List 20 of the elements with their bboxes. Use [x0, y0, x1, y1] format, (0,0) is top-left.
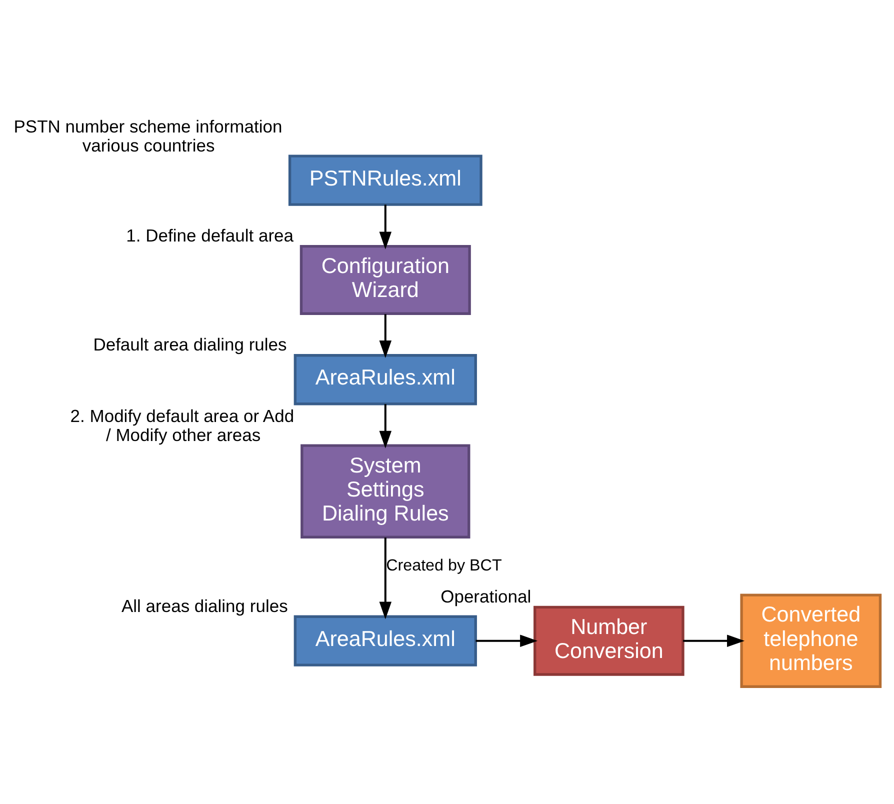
node-box: PSTNRules.xml	[288, 154, 482, 206]
node-box: AreaRules.xml	[294, 354, 477, 405]
arrow	[379, 204, 392, 249]
arrow	[683, 634, 745, 646]
arrow	[379, 537, 392, 619]
node-box: System Settings Dialing Rules	[300, 444, 470, 538]
node-label: 1. Define default area	[126, 224, 294, 245]
arrow	[379, 404, 392, 448]
node-box: Configuration Wizard	[300, 244, 471, 314]
node-label: All areas dialing rules	[121, 595, 288, 616]
node-label: 2. Modify default area or Add / Modify other areas	[70, 405, 294, 444]
node-label: Default area dialing rules	[93, 334, 287, 354]
node-box: AreaRules.xml	[294, 614, 477, 666]
edge-label: Created by BCT	[386, 556, 502, 574]
node-label: PSTN number scheme information various countries	[14, 116, 282, 155]
node-label: Operational	[440, 586, 532, 606]
arrow	[379, 314, 392, 358]
arrow	[476, 634, 538, 646]
node-box: Number Conversion	[534, 605, 684, 676]
node-box: Converted telephone numbers	[740, 593, 882, 688]
